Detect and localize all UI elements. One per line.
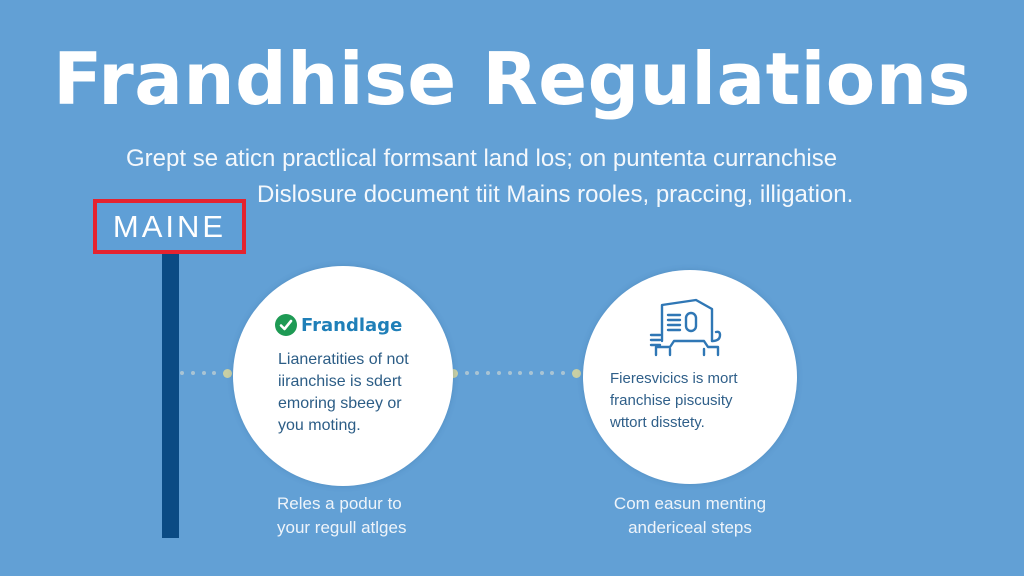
connector-dots-middle: [449, 368, 581, 378]
maine-sign: MAINE: [93, 199, 246, 254]
card-text: Lianeratities of not iiranchise is sdert…: [278, 349, 409, 437]
caption-left: Reles a podur to your regull atlges: [277, 492, 406, 540]
info-circle-services: Fieresvicics is mort franchise piscusity…: [583, 270, 797, 484]
card-text-line: Fieresvicics is mort: [610, 370, 738, 387]
subtitle-line-2: Dislosure document tiit Mains rooles, pr…: [257, 181, 854, 208]
caption-line: Reles a podur to: [277, 494, 402, 513]
caption-line: andericeal steps: [628, 518, 752, 537]
card-text-line: franchise piscusity: [610, 392, 733, 409]
caption-line: Com easun menting: [613, 494, 767, 513]
card-text-line: iiranchise is sdert: [278, 373, 402, 390]
card-text-line: you moting.: [278, 417, 361, 434]
caption-line: your regull atlges: [277, 518, 407, 537]
subtitle-line-1: Grept se aticn practlical formsant land …: [126, 145, 838, 172]
sign-pole: [162, 254, 179, 538]
card-text-line: emoring sbeey or: [278, 395, 402, 412]
card-text-line: wttort disstety.: [610, 414, 705, 431]
card-text: Fieresvicics is mort franchise piscusity…: [610, 368, 738, 434]
sign-label: MAINE: [112, 208, 227, 244]
building-icon: [649, 298, 722, 357]
connector-dots-left: [180, 368, 232, 378]
caption-right: Com easun menting andericeal steps: [590, 492, 790, 540]
card-text-line: Lianeratities of not: [278, 351, 409, 368]
info-circle-franchise: Frandlage Lianeratities of not iiranchis…: [233, 266, 453, 486]
brand-name: Frandlage: [301, 314, 403, 336]
page-title: Frandhise Regulations: [53, 37, 971, 121]
checkmark-icon: [275, 314, 297, 336]
brand-logo: Frandlage: [275, 314, 402, 336]
